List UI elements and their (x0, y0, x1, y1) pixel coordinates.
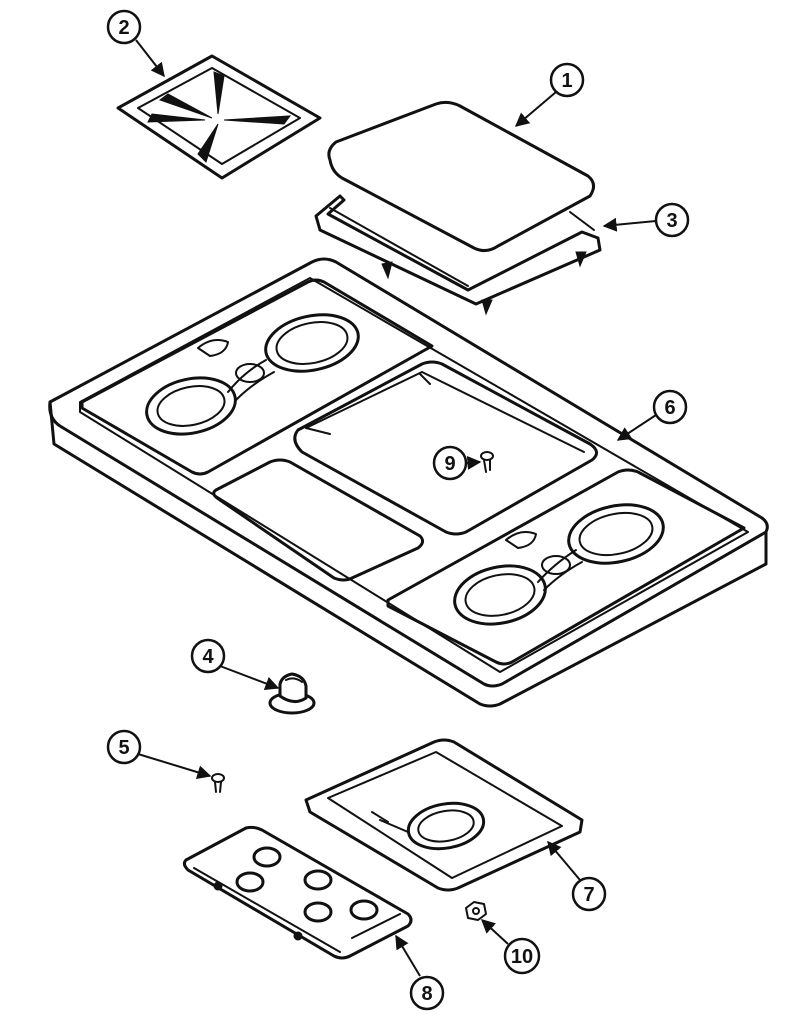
svg-text:6: 6 (664, 397, 675, 419)
svg-text:3: 3 (666, 210, 677, 232)
callout-2: 2 (106, 9, 165, 78)
screw-5 (211, 773, 225, 793)
callout-8: 8 (395, 934, 445, 1011)
callout-5: 5 (106, 729, 212, 780)
control-knob (268, 672, 316, 715)
cooktop (48, 257, 769, 708)
callout-6: 6 (616, 389, 688, 441)
callout-1: 1 (514, 62, 585, 127)
svg-text:1: 1 (561, 70, 572, 92)
callout-7: 7 (547, 840, 607, 912)
svg-text:8: 8 (421, 983, 432, 1005)
burner-box (304, 738, 584, 892)
svg-text:10: 10 (511, 946, 533, 968)
svg-text:2: 2 (118, 17, 129, 39)
svg-text:4: 4 (202, 646, 214, 668)
svg-text:9: 9 (444, 453, 455, 475)
callout-9: 9 (432, 445, 482, 481)
callout-3: 3 (602, 202, 690, 238)
svg-text:7: 7 (583, 884, 594, 906)
griddle-cover (327, 100, 595, 253)
drip-tray (182, 825, 413, 960)
hex-nut (465, 901, 487, 921)
griddle-frame (314, 194, 602, 316)
callout-10: 10 (480, 919, 541, 975)
svg-text:5: 5 (118, 737, 129, 759)
callout-4: 4 (190, 638, 280, 691)
burner-grate (116, 54, 322, 180)
